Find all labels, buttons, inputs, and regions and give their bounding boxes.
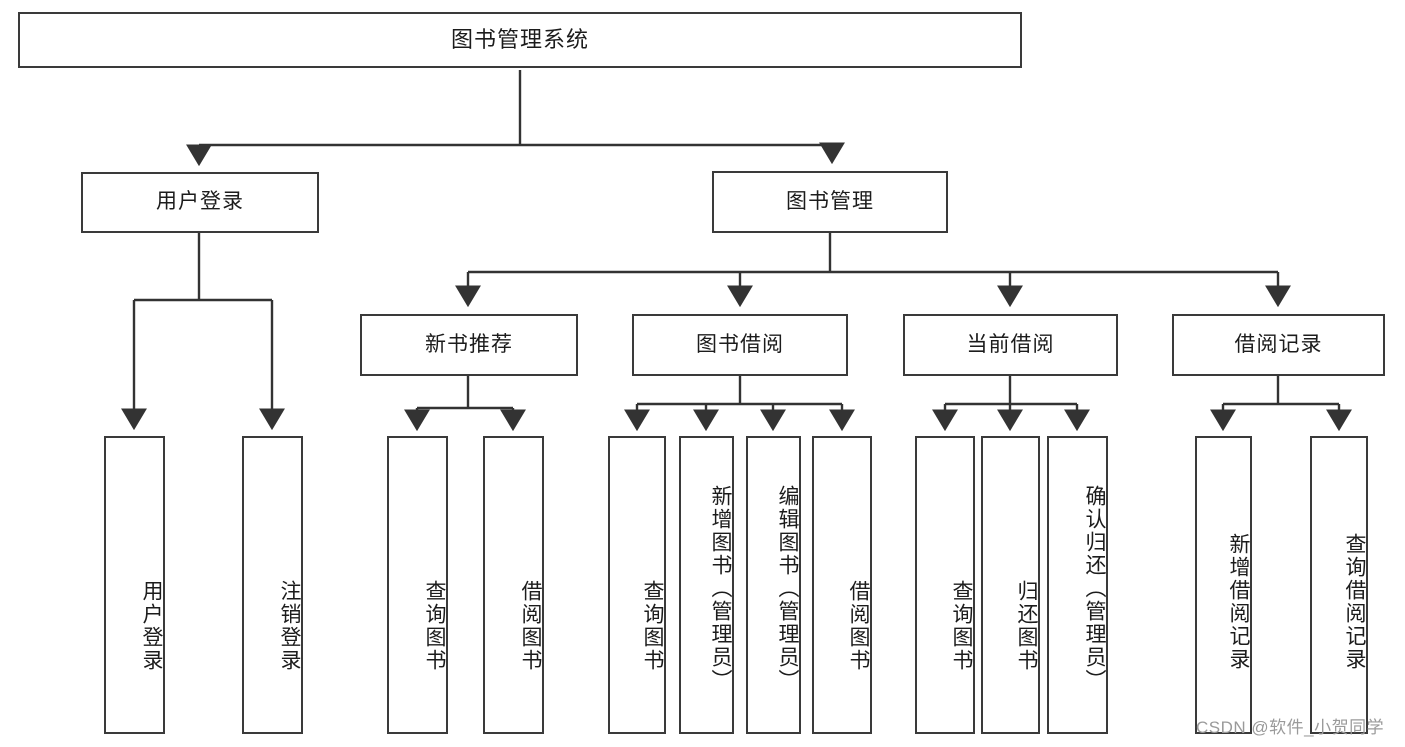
leaf-borrow-add-book[interactable]: 新增图书（管理员） — [679, 436, 734, 734]
node-borrow-record[interactable]: 借阅记录 — [1172, 314, 1385, 376]
leaf-user-login-signout[interactable]: 注销登录 — [242, 436, 303, 734]
leaf-borrow-query-book[interactable]: 查询图书 — [608, 436, 666, 734]
node-book-management[interactable]: 图书管理 — [712, 171, 948, 233]
node-book-borrow[interactable]: 图书借阅 — [632, 314, 848, 376]
leaf-record-query[interactable]: 查询借阅记录 — [1310, 436, 1368, 734]
csdn-watermark: CSDN @软件_小贺同学 — [1196, 718, 1385, 737]
leaf-new-book-query[interactable]: 查询图书 — [387, 436, 448, 734]
leaf-current-return-book[interactable]: 归还图书 — [981, 436, 1040, 734]
leaf-user-login-signin[interactable]: 用户登录 — [104, 436, 165, 734]
node-new-book-recommend[interactable]: 新书推荐 — [360, 314, 578, 376]
leaf-current-query-book[interactable]: 查询图书 — [915, 436, 975, 734]
leaf-borrow-borrow-book[interactable]: 借阅图书 — [812, 436, 872, 734]
leaf-current-confirm-return[interactable]: 确认归还（管理员） — [1047, 436, 1108, 734]
leaf-borrow-edit-book[interactable]: 编辑图书（管理员） — [746, 436, 801, 734]
leaf-new-book-borrow[interactable]: 借阅图书 — [483, 436, 544, 734]
leaf-record-add[interactable]: 新增借阅记录 — [1195, 436, 1252, 734]
node-user-login[interactable]: 用户登录 — [81, 172, 319, 233]
node-root-system[interactable]: 图书管理系统 — [18, 12, 1022, 68]
node-current-borrow[interactable]: 当前借阅 — [903, 314, 1118, 376]
